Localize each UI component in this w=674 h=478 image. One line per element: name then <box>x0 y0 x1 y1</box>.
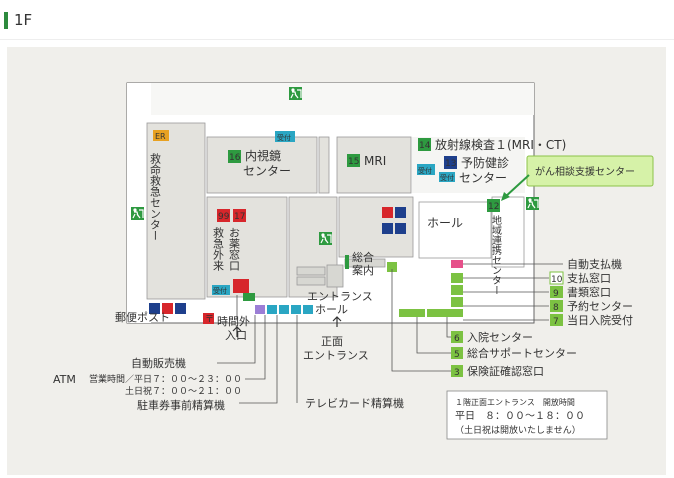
svg-text:正面: 正面 <box>321 335 343 348</box>
header-divider <box>0 39 674 40</box>
endoscopy-center: 16 内視鏡 センター <box>228 148 291 178</box>
svg-text:お薬窓口: お薬窓口 <box>228 227 241 271</box>
svg-text:入口: 入口 <box>225 329 247 342</box>
prevention-center: 13 予防健診 受付 センター <box>439 155 509 185</box>
svg-text:土日祝７：００〜２１：００: 土日祝７：００〜２１：００ <box>125 385 242 397</box>
svg-text:16: 16 <box>229 153 241 163</box>
svg-text:センター: センター <box>243 164 291 178</box>
entrance-hall-label-2: ホール <box>315 303 348 316</box>
left-leader-lines <box>217 295 298 404</box>
svg-text:6: 6 <box>454 334 460 344</box>
svg-text:地域連携センター: 地域連携センター <box>490 214 502 295</box>
svg-text:テレビカード精算機: テレビカード精算機 <box>305 396 404 410</box>
svg-text:9: 9 <box>553 289 559 299</box>
svg-text:13: 13 <box>445 159 456 169</box>
pharmacy-window: 17 お薬窓口 <box>228 209 249 293</box>
svg-text:エントランス: エントランス <box>303 349 369 362</box>
svg-text:入院センター: 入院センター <box>467 330 533 344</box>
window-list: 自動支払機 10 支払窓口 9 書類窓口 8 予約センター 7 当日入院受付 <box>463 257 633 327</box>
svg-text:総合: 総合 <box>352 250 374 264</box>
svg-text:3: 3 <box>454 368 460 378</box>
svg-text:（土日祝は開放いたしません）: （土日祝は開放いたしません） <box>455 424 581 436</box>
svg-text:平日 ８：００〜１８：００: 平日 ８：００〜１８：００ <box>455 411 585 422</box>
info-desk: 総合 案内 <box>345 250 374 277</box>
er-label: ER <box>155 132 166 141</box>
svg-text:〒: 〒 <box>205 315 214 325</box>
svg-text:内視鏡: 内視鏡 <box>245 148 281 163</box>
svg-text:14: 14 <box>419 141 431 151</box>
opening-hours-notice: １階正面エントランス 開放時間 平日 ８：００〜１８：００ （土日祝は開放いたし… <box>446 390 608 440</box>
stairs <box>296 258 386 288</box>
svg-text:受付: 受付 <box>440 173 454 182</box>
svg-text:総合サポートセンター: 総合サポートセンター <box>467 346 577 360</box>
svg-text:郵便ポスト: 郵便ポスト <box>115 311 170 324</box>
svg-text:MRI: MRI <box>364 154 386 168</box>
svg-text:受付: 受付 <box>213 286 227 295</box>
svg-text:書類窓口: 書類窓口 <box>567 285 611 299</box>
svg-text:保険証確認窓口: 保険証確認窓口 <box>467 364 544 378</box>
svg-text:営業時間／平日７：００〜２３：００: 営業時間／平日７：００〜２３：００ <box>89 373 242 385</box>
svg-text:時間外: 時間外 <box>217 315 250 328</box>
emergency-center: ER 救命救急センター <box>149 130 169 241</box>
svg-text:予約センター: 予約センター <box>567 299 633 313</box>
mri-room: 15 MRI <box>347 154 386 168</box>
svg-text:予防健診: 予防健診 <box>461 155 509 170</box>
cancer-support-callout: がん相談支援センター <box>501 155 654 201</box>
svg-text:案内: 案内 <box>352 263 374 277</box>
svg-text:救急外来: 救急外来 <box>212 226 225 271</box>
lower-window-list <box>391 269 451 372</box>
svg-text:17: 17 <box>234 212 245 222</box>
entrance-hall-label: エントランス <box>307 290 373 303</box>
svg-text:7: 7 <box>553 317 559 327</box>
svg-text:受付: 受付 <box>418 166 432 175</box>
svg-text:センター: センター <box>459 171 507 185</box>
emergency-label: 救命救急センター <box>149 152 162 241</box>
svg-text:99: 99 <box>218 212 230 222</box>
svg-text:15: 15 <box>348 157 359 167</box>
exit-sign-right <box>525 196 540 211</box>
regional-center: 12 地域連携センター <box>487 199 502 295</box>
header-accent-bar <box>4 12 8 29</box>
svg-text:駐車券事前精算機: 駐車券事前精算機 <box>137 398 225 412</box>
floor-map: ER 救命救急センター 受付 受付 受付 16 内視鏡 センター 15 MRI … <box>7 47 666 475</box>
er-outpatient: 99 救急外来 <box>212 209 230 271</box>
svg-text:１階正面エントランス 開放時間: １階正面エントランス 開放時間 <box>455 397 575 407</box>
reception-badge-c <box>212 285 230 295</box>
svg-text:10: 10 <box>551 275 563 285</box>
exit-sign-left <box>130 206 145 221</box>
page-header: 1F <box>0 0 674 40</box>
svg-text:放射線検査１(MRI・CT): 放射線検査１(MRI・CT) <box>435 137 566 152</box>
reception-badge-b <box>417 164 435 175</box>
exit-sign-top <box>288 86 303 101</box>
restroom-icons <box>149 207 406 314</box>
page-title: 1F <box>14 11 33 29</box>
svg-text:ATM: ATM <box>53 373 76 386</box>
svg-text:5: 5 <box>454 350 460 360</box>
hall-label: ホール <box>427 216 463 230</box>
svg-text:当日入院受付: 当日入院受付 <box>567 313 633 327</box>
svg-text:12: 12 <box>488 202 499 212</box>
radiology: 14 放射線検査１(MRI・CT) <box>418 137 566 152</box>
er-badge <box>153 130 169 141</box>
reception-badges: 受付 受付 受付 <box>212 131 435 295</box>
svg-text:自動支払機: 自動支払機 <box>567 257 622 271</box>
exit-sign-center <box>318 231 333 246</box>
svg-text:支払窓口: 支払窓口 <box>567 271 611 285</box>
floor-map-svg: ER 救命救急センター 受付 受付 受付 16 内視鏡 センター 15 MRI … <box>53 82 654 440</box>
reception-badge-a <box>275 131 295 142</box>
svg-text:受付: 受付 <box>277 133 291 142</box>
svg-text:自動販売機: 自動販売機 <box>131 356 186 370</box>
cancer-support-label: がん相談支援センター <box>535 165 635 178</box>
svg-text:8: 8 <box>553 303 559 313</box>
service-counters <box>243 260 463 317</box>
